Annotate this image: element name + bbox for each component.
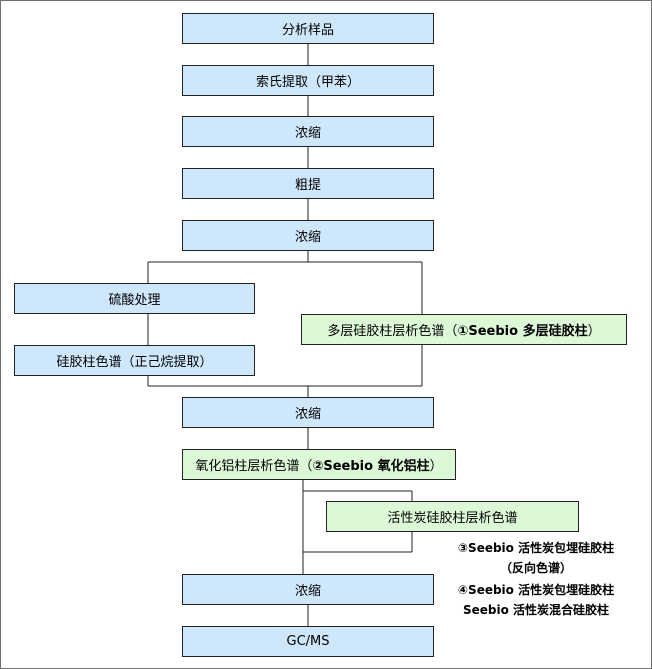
step-multilayer-label: 多层硅胶柱层析色谱（: [327, 324, 458, 339]
step-concentrate-1-label: 浓缩: [294, 126, 321, 141]
step-crude: 粗提: [182, 168, 434, 199]
step-gcms: GC/MS: [182, 626, 434, 657]
step-concentrate-2: 浓缩: [182, 220, 434, 251]
step-soxhlet-label: 索氏提取（甲苯）: [255, 75, 360, 90]
step-alumina: 氧化铝柱层析色谱（②Seebio 氧化铝柱）: [182, 449, 456, 480]
step-concentrate-3-label: 浓缩: [294, 407, 321, 422]
step-multilayer: 多层硅胶柱层析色谱（①Seebio 多层硅胶柱）: [301, 314, 627, 345]
step-crude-label: 粗提: [294, 178, 321, 193]
step-sulfuric-label: 硫酸处理: [108, 293, 161, 308]
step-soxhlet: 索氏提取（甲苯）: [182, 65, 434, 96]
step-gcms-label: GC/MS: [286, 634, 330, 649]
step-concentrate-2-label: 浓缩: [294, 230, 321, 245]
note-product-3: ③Seebio 活性炭包埋硅胶柱 （反向色谱）: [436, 538, 636, 578]
step-sample: 分析样品: [182, 13, 434, 44]
step-concentrate-3: 浓缩: [182, 397, 434, 428]
note-product-4: ④Seebio 活性炭包埋硅胶柱 Seebio 活性炭混合硅胶柱: [436, 580, 636, 620]
step-carbon-label: 活性炭硅胶柱层析色谱: [387, 511, 518, 526]
step-alumina-label: 氧化铝柱层析色谱（: [195, 459, 313, 474]
step-sample-label: 分析样品: [281, 23, 334, 38]
step-concentrate-1: 浓缩: [182, 116, 434, 147]
step-silica: 硅胶柱色谱（正己烷提取）: [14, 345, 255, 376]
step-sulfuric: 硫酸处理: [14, 283, 255, 314]
step-concentrate-4-label: 浓缩: [294, 584, 321, 599]
step-multilayer-close: ）: [587, 324, 601, 339]
note-product-4-line2: Seebio 活性炭混合硅胶柱: [462, 603, 610, 617]
step-multilayer-product: ①Seebio 多层硅胶柱: [457, 324, 588, 339]
step-alumina-close: ）: [429, 459, 443, 474]
step-silica-label: 硅胶柱色谱（正己烷提取）: [56, 355, 213, 370]
step-concentrate-4: 浓缩: [182, 574, 434, 605]
step-carbon: 活性炭硅胶柱层析色谱: [326, 501, 579, 532]
step-alumina-product: ②Seebio 氧化铝柱: [312, 459, 430, 474]
note-product-4-line1: ④Seebio 活性炭包埋硅胶柱: [457, 583, 615, 597]
note-product-3-line2: （反向色谱）: [499, 561, 572, 575]
note-product-3-line1: ③Seebio 活性炭包埋硅胶柱: [457, 541, 615, 555]
